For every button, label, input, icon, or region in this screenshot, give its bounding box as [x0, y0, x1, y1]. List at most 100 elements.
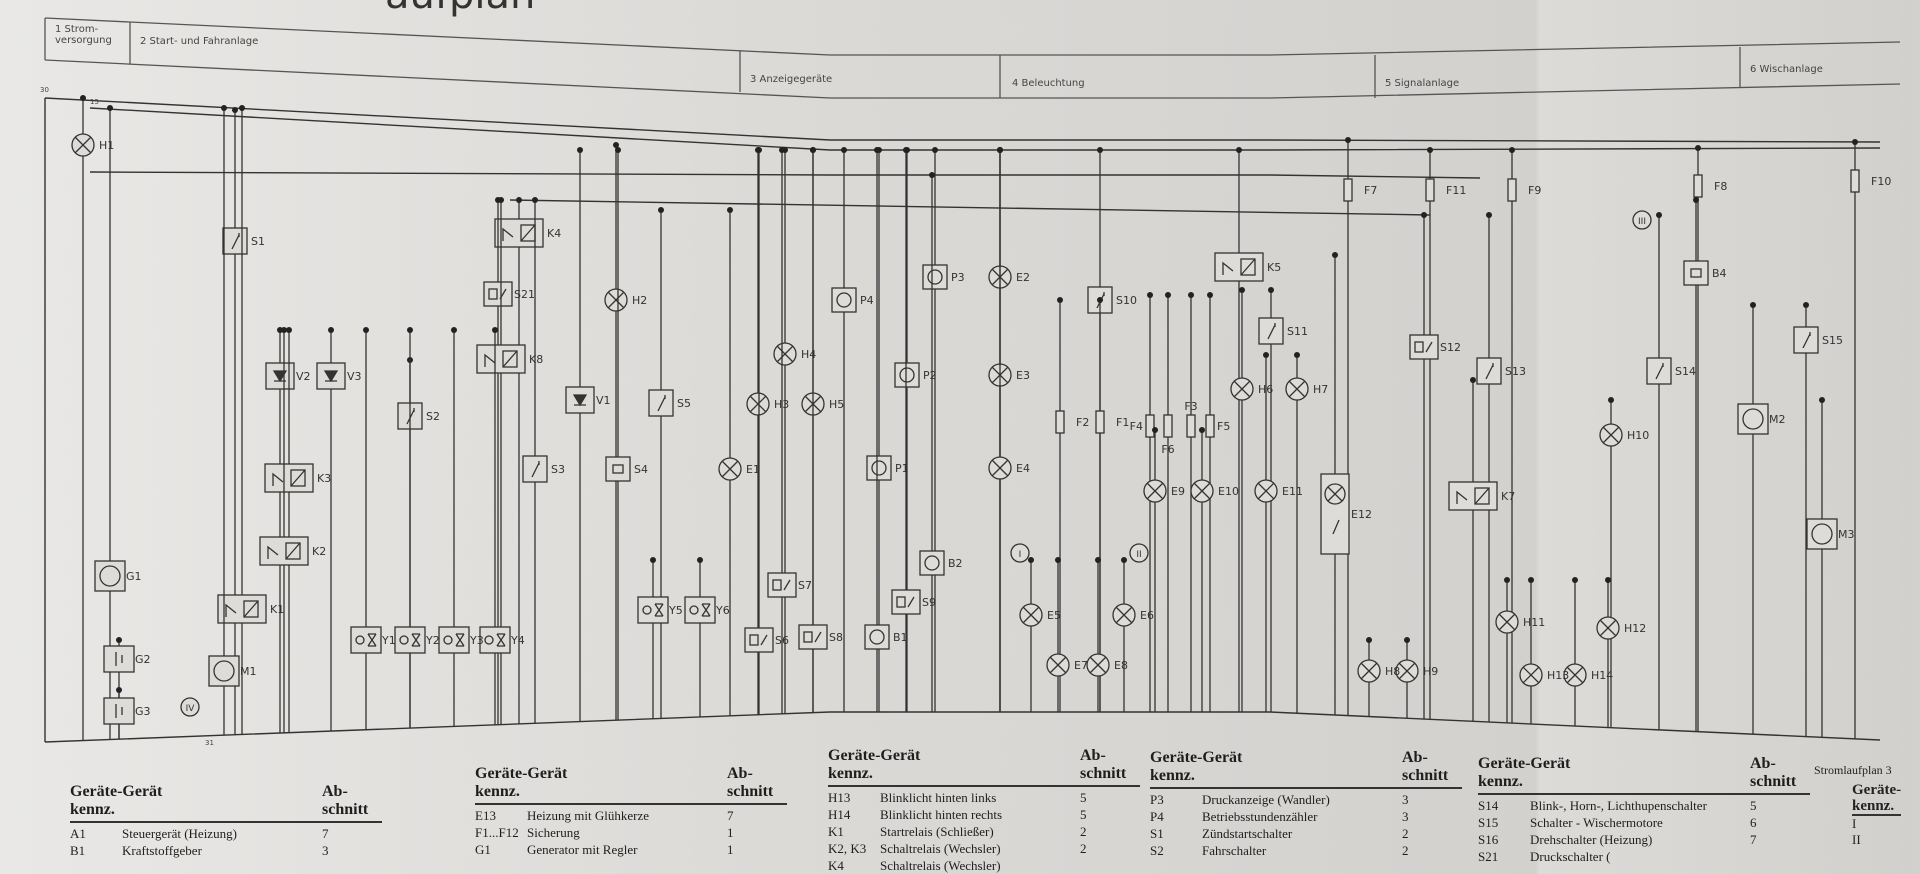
legend-cell: S2	[1150, 843, 1164, 858]
motor-icon	[1737, 403, 1769, 435]
component-label: G2	[135, 653, 151, 666]
junction-dot	[1332, 252, 1338, 258]
junction-dot	[498, 197, 504, 203]
junction-dot	[1345, 137, 1351, 143]
component-label: F2	[1076, 416, 1089, 429]
legend-cell	[1750, 848, 1790, 865]
component-label: F8	[1714, 180, 1727, 193]
component-g3	[103, 687, 135, 740]
junction-dot	[1486, 212, 1492, 218]
fuse-icon	[1205, 414, 1215, 438]
junction-dot	[80, 95, 86, 101]
pswitch-icon	[767, 572, 797, 598]
junction-dot	[286, 327, 292, 333]
component-f1	[1095, 297, 1105, 712]
legend-cell: 3	[322, 843, 329, 858]
rail-label: 31	[205, 739, 214, 747]
legend-cell	[1080, 857, 1120, 874]
lamp-icon	[1599, 423, 1623, 447]
junction-dot	[1199, 427, 1205, 433]
junction-dot	[516, 197, 522, 203]
junction-dot	[363, 327, 369, 333]
legend-cell: 5	[1080, 807, 1087, 822]
junction-dot	[577, 147, 583, 153]
junction-dot	[1421, 212, 1427, 218]
legend-cell: Schaltrelais (Wechsler)	[880, 858, 1001, 873]
legend-last-cell: I	[1852, 816, 1857, 831]
component-label: Y3	[469, 634, 484, 647]
component-label: H14	[1591, 669, 1613, 682]
legend-cell: Generator mit Regler	[527, 842, 638, 857]
legend-cell: Fahrschalter	[1202, 843, 1267, 858]
legend-cell: B1	[70, 843, 86, 858]
component-label: H12	[1624, 622, 1646, 635]
page-title: aufplan	[385, 0, 535, 18]
component-label: Y2	[425, 634, 440, 647]
component-label: B1	[893, 631, 908, 644]
junction-dot	[1095, 557, 1101, 563]
gauge-icon	[894, 362, 920, 388]
component-label: E3	[1016, 369, 1030, 382]
legend-cell: 6	[1750, 815, 1757, 830]
switch-icon	[1646, 357, 1672, 385]
diode-icon	[316, 362, 346, 390]
ref-icon	[180, 697, 200, 717]
component-label: P2	[923, 369, 937, 382]
relay-icon	[476, 344, 526, 374]
legend-cell: F1...F12	[475, 825, 519, 840]
fuse-icon	[1055, 410, 1065, 434]
junction-dot	[1750, 302, 1756, 308]
component-y3	[438, 327, 470, 727]
pswitch-icon	[483, 281, 513, 307]
legend-cell: 2	[1080, 824, 1087, 839]
valve-icon	[394, 626, 426, 654]
component-label: G3	[135, 705, 151, 718]
junction-dot	[810, 147, 816, 153]
component-s6	[744, 147, 774, 715]
component-y6	[684, 557, 716, 717]
fuse-icon	[1507, 178, 1517, 202]
legend-rule	[828, 785, 1140, 787]
fuse-icon	[1145, 414, 1155, 438]
section-header-4: 4 Beleuchtung	[1012, 78, 1085, 89]
pswitch-icon	[744, 627, 774, 653]
legend-cell: Zündstartschalter	[1202, 826, 1293, 841]
component-label: S14	[1675, 365, 1696, 378]
junction-dot	[1268, 287, 1274, 293]
lamp-icon	[988, 456, 1012, 480]
legend-cell: Kraftstoffgeber	[122, 843, 202, 858]
component-h7	[1285, 352, 1309, 714]
component-label: E6	[1140, 609, 1154, 622]
rail-label: 30	[40, 86, 49, 94]
motor-icon	[94, 560, 126, 592]
legend-cell: 7	[1750, 832, 1757, 847]
lamp-icon	[1357, 659, 1381, 683]
legend-cell: 5	[1080, 790, 1087, 805]
component-label: S1	[251, 235, 265, 248]
junction-dot	[874, 147, 880, 153]
component-f7	[1343, 137, 1353, 716]
component-e9	[1143, 427, 1167, 712]
component-v2	[265, 327, 295, 734]
component-label: F4	[1130, 420, 1143, 433]
legend-cell: H14	[828, 807, 851, 822]
component-k2	[259, 327, 309, 733]
component-label: H3	[774, 398, 789, 411]
component-label: E11	[1282, 485, 1303, 498]
motor-icon	[1806, 518, 1838, 550]
component-b2	[919, 172, 945, 712]
valve-icon	[438, 626, 470, 654]
component-label: H6	[1258, 383, 1273, 396]
component-v1	[565, 147, 595, 722]
junction-dot	[1509, 147, 1515, 153]
legend-cell: Blinklicht hinten links	[880, 790, 997, 805]
component-h8	[1357, 637, 1381, 717]
component-label: E8	[1114, 659, 1128, 672]
